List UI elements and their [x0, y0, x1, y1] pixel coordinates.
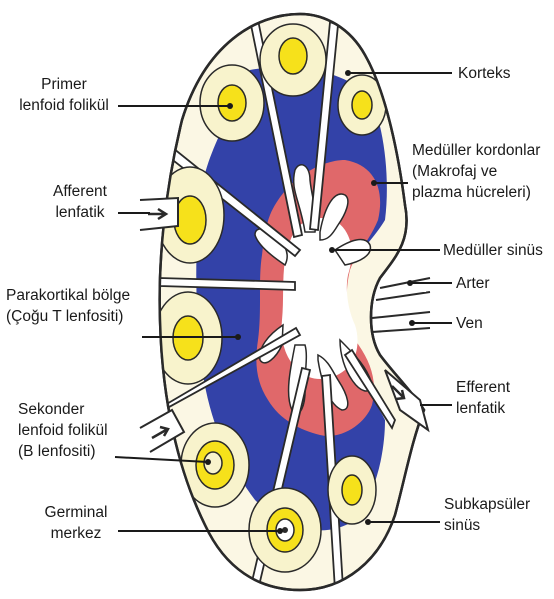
- follicle-subkapsuler: [328, 456, 376, 524]
- label-medullary-sinus: Medüller sinüs: [443, 240, 543, 261]
- label-vein: Ven: [456, 313, 483, 334]
- follicle-primer-1: [260, 24, 326, 96]
- label-cortex: Korteks: [458, 63, 511, 84]
- follicle-primer-2: [200, 65, 264, 141]
- label-artery: Arter: [456, 273, 490, 294]
- label-paracortical-zone: Parakortikal bölge(Çoğu T lenfositi): [6, 285, 130, 327]
